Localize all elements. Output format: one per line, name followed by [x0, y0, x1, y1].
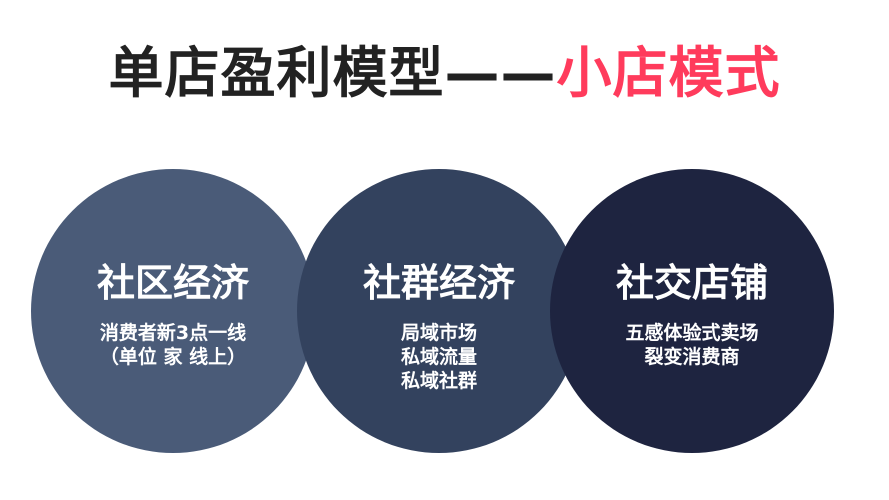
title-main: 单店盈利模型——	[108, 41, 557, 105]
circle-heading: 社群经济	[362, 261, 515, 305]
title-accent: 小店模式	[556, 41, 781, 105]
circle-lines: 局域市场 私域流量 私域社群	[297, 321, 581, 393]
circle-heading: 社区经济	[96, 261, 249, 305]
circle-line: 裂变消费商	[644, 346, 740, 368]
circle-line: 局域市场	[400, 322, 477, 344]
circle-line: 私域流量	[400, 346, 477, 368]
circle-line: 消费者新3点一线	[99, 322, 247, 344]
circle-line: （单位 家 线上）	[99, 346, 247, 368]
circle-heading: 社交店铺	[615, 261, 768, 305]
page-title: 单店盈利模型——小店模式	[0, 38, 889, 108]
circle-community-economy: 社区经济 消费者新3点一线 （单位 家 线上）	[31, 169, 315, 453]
circle-lines: 消费者新3点一线 （单位 家 线上）	[31, 321, 315, 369]
circle-line: 私域社群	[400, 370, 477, 392]
circle-group-economy: 社群经济 局域市场 私域流量 私域社群	[297, 169, 581, 453]
circle-lines: 五感体验式卖场 裂变消费商	[550, 321, 834, 369]
circle-line: 五感体验式卖场	[625, 322, 759, 344]
circle-social-store: 社交店铺 五感体验式卖场 裂变消费商	[550, 169, 834, 453]
